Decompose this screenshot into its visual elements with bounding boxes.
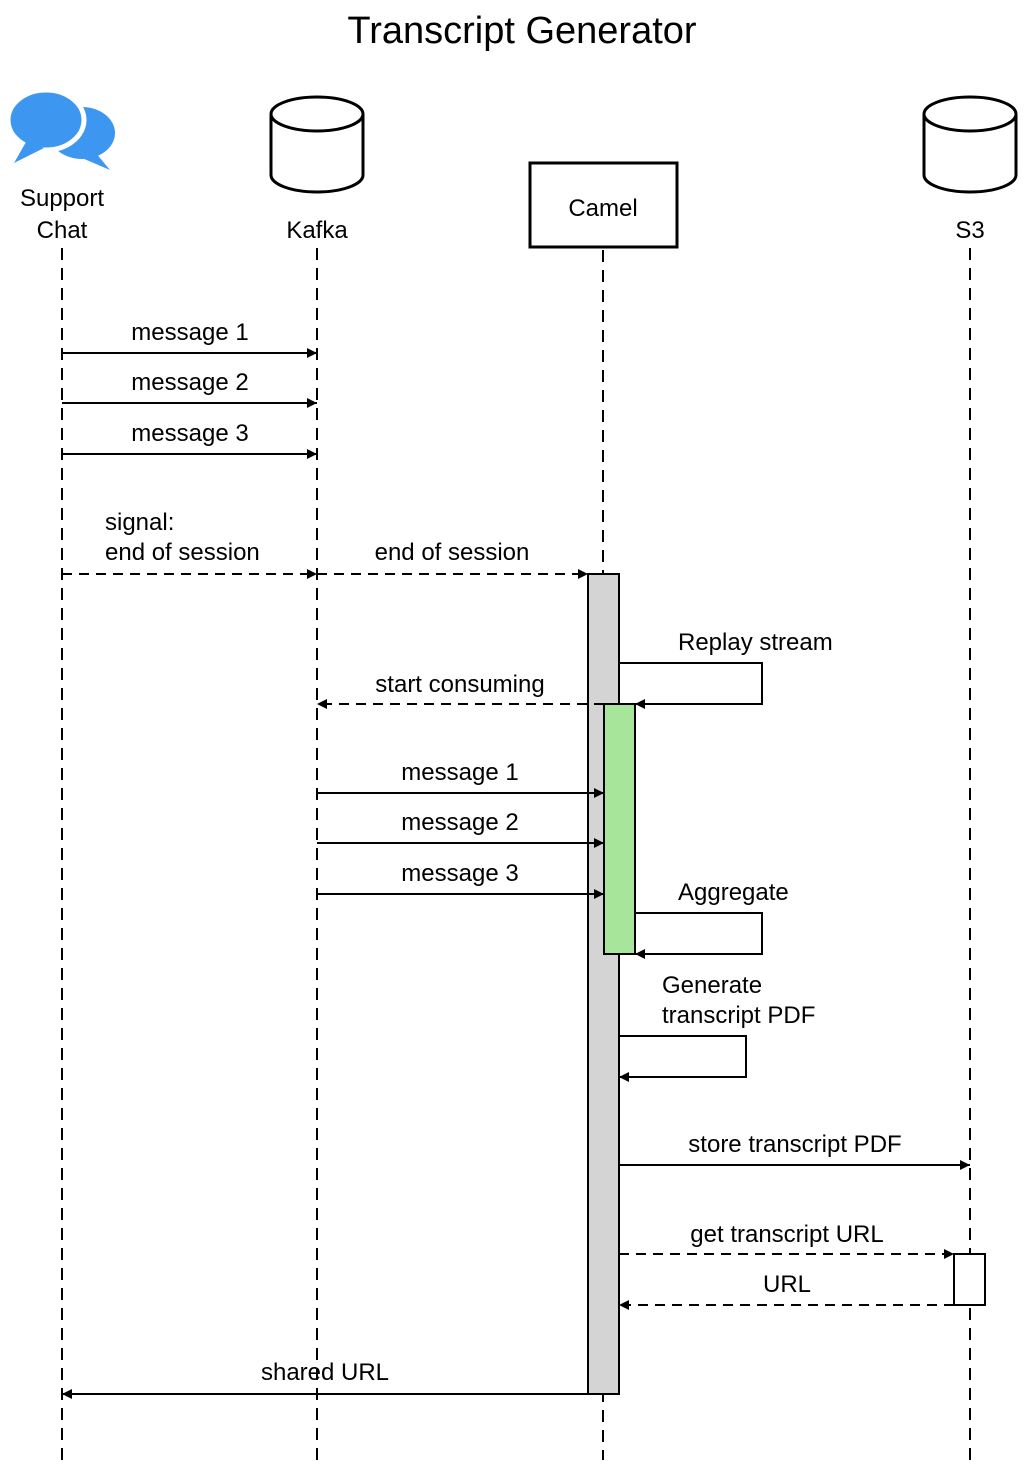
self-message-arrow [619, 1035, 747, 1082]
activation-bar-camel-nested [603, 703, 636, 955]
message-m9: message 2 [317, 809, 604, 848]
participant-label-support-chat: Chat [37, 217, 88, 244]
participant-label-camel: Camel [568, 195, 637, 222]
message-m16: shared URL [62, 1359, 588, 1399]
database-icon [269, 95, 365, 194]
message-m15: URL [619, 1271, 954, 1310]
message-label: Replay stream [678, 629, 833, 656]
message-label: end of session [375, 539, 530, 566]
message-m2: message 2 [62, 369, 317, 408]
message-m4: signal: end of session [62, 509, 317, 579]
chat-bubbles-icon [5, 87, 115, 170]
activation-bar-camel [587, 573, 620, 1395]
message-label: store transcript PDF [688, 1131, 901, 1158]
diagram-title: Transcript Generator [347, 10, 697, 52]
message-label: message 3 [131, 420, 248, 447]
message-label: message 3 [401, 860, 518, 887]
message-label: Generate [662, 972, 762, 999]
message-m12: Generate transcript PDF [619, 972, 815, 1082]
message-m11: Aggregate [635, 879, 789, 959]
message-label: message 1 [401, 759, 518, 786]
message-m14: get transcript URL [619, 1221, 954, 1259]
self-message-arrow [619, 662, 763, 709]
participant-label-s3: S3 [955, 217, 984, 244]
message-m6: Replay stream [619, 629, 833, 709]
message-m10: message 3 [317, 860, 604, 899]
message-label: get transcript URL [690, 1221, 883, 1248]
message-label: message 2 [401, 809, 518, 836]
message-label: signal: [105, 509, 174, 536]
message-m1: message 1 [62, 319, 317, 358]
self-message-arrow [635, 912, 763, 959]
message-m7: start consuming [317, 671, 604, 709]
participant-label-kafka: Kafka [286, 217, 348, 244]
message-m5: end of session [317, 539, 588, 579]
message-label: message 2 [131, 369, 248, 396]
database-icon [922, 95, 1018, 194]
message-m8: message 1 [317, 759, 604, 798]
message-label: Aggregate [678, 879, 789, 906]
message-label: transcript PDF [662, 1002, 815, 1029]
message-label: start consuming [375, 671, 544, 698]
message-m3: message 3 [62, 420, 317, 459]
message-label: URL [763, 1271, 811, 1298]
message-label: shared URL [261, 1359, 389, 1386]
message-label: end of session [105, 539, 260, 566]
message-label: message 1 [131, 319, 248, 346]
participant-box-camel [528, 161, 679, 249]
activation-bar-s3 [953, 1253, 986, 1306]
message-m13: store transcript PDF [619, 1131, 970, 1170]
participant-label-support-chat: Support [20, 185, 104, 212]
